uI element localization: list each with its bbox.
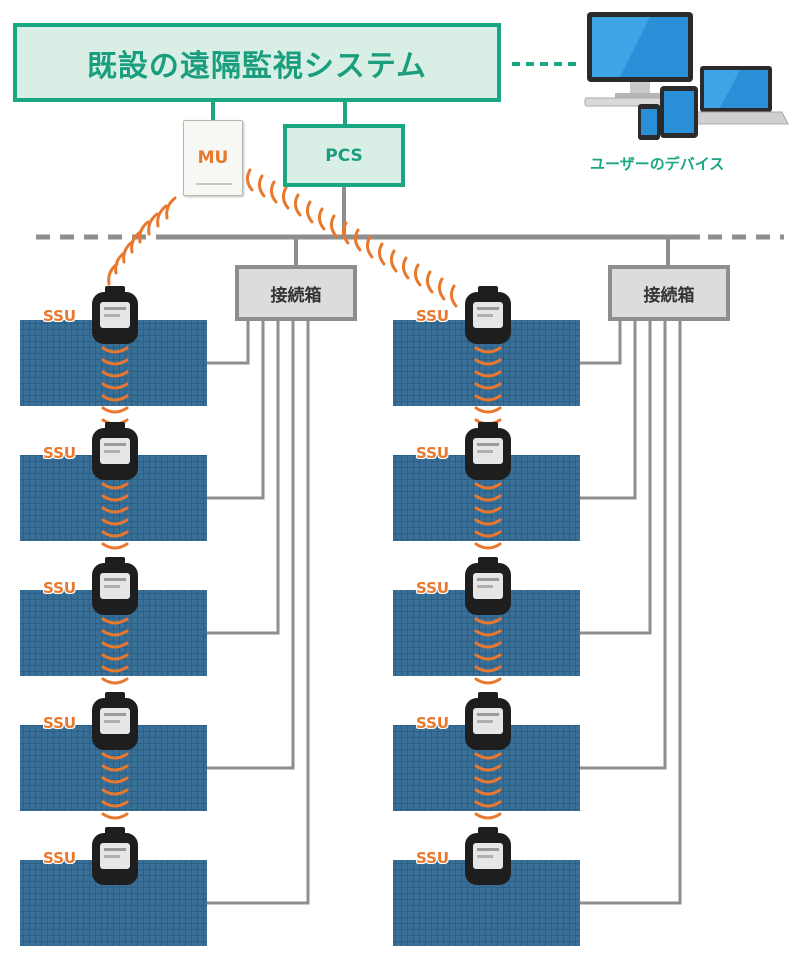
junction-box-left: 接続箱 [235, 265, 357, 321]
signal-arc [474, 788, 502, 796]
signal-arc [474, 530, 502, 538]
existing-monitoring-system-label: 既設の遠隔監視システム [86, 48, 428, 84]
signal-arc [474, 776, 502, 784]
ssu-device [465, 827, 511, 885]
signal-arc [101, 346, 129, 354]
signal-arc [474, 800, 502, 808]
signal-arc [101, 641, 129, 649]
ssu-label: SSU [43, 444, 77, 462]
signal-arc [101, 677, 129, 685]
ssu-label: SSU [43, 849, 77, 867]
signal-arc [101, 382, 129, 390]
string-wiring-right [580, 321, 682, 905]
signal-arc [101, 629, 129, 637]
signal-arc [474, 382, 502, 390]
signal-arc [474, 482, 502, 490]
signal-arc [101, 617, 129, 625]
signal-arc [101, 653, 129, 661]
existing-monitoring-system-box: 既設の遠隔監視システム [13, 23, 501, 102]
ssu-device [465, 286, 511, 344]
ssu-devices [92, 286, 511, 885]
wireless-chain-right [474, 346, 502, 820]
signal-arc [474, 518, 502, 526]
wireless-signal-mu-right [245, 168, 458, 308]
ssu-device [465, 692, 511, 750]
signal-arc [474, 752, 502, 760]
mu-unit-tag [196, 183, 232, 185]
signal-arc [474, 677, 502, 685]
signal-arc [474, 653, 502, 661]
ssu-label: SSU [416, 444, 450, 462]
signal-arc [101, 542, 129, 550]
signal-arc [101, 665, 129, 673]
ssu-label: SSU [416, 307, 450, 325]
signal-arc [474, 617, 502, 625]
signal-arc [101, 506, 129, 514]
signal-arc [101, 482, 129, 490]
signal-arc [101, 776, 129, 784]
signal-arc [474, 506, 502, 514]
mu-unit: MU [183, 120, 243, 196]
signal-arc [474, 542, 502, 550]
ssu-device [465, 422, 511, 480]
wireless-signal-mu-left [107, 196, 177, 286]
junction-box-label: 接続箱 [270, 285, 322, 306]
signal-arc [101, 812, 129, 820]
signal-arc [474, 764, 502, 772]
ssu-label: SSU [416, 849, 450, 867]
user-devices-icon [584, 12, 789, 140]
signal-arc [101, 358, 129, 366]
signal-arc [474, 406, 502, 414]
wireless-chain-left [101, 346, 129, 820]
user-devices-label: ユーザーのデバイス [590, 155, 725, 173]
junction-box-right: 接続箱 [608, 265, 730, 321]
ssu-label: SSU [416, 579, 450, 597]
ssu-label: SSU [43, 307, 77, 325]
signal-arc [474, 494, 502, 502]
ssu-label: SSU [43, 579, 77, 597]
signal-arc [101, 370, 129, 378]
signal-arc [101, 530, 129, 538]
signal-arc [101, 518, 129, 526]
signal-arc [101, 752, 129, 760]
signal-arc [101, 800, 129, 808]
signal-arc [474, 358, 502, 366]
ssu-device [92, 286, 138, 344]
signal-arc [474, 370, 502, 378]
ssu-device [92, 827, 138, 885]
signal-arc [474, 394, 502, 402]
string-wiring-left [207, 321, 310, 905]
signal-arc [101, 788, 129, 796]
signal-arc [474, 346, 502, 354]
signal-arc [101, 406, 129, 414]
signal-arc [101, 764, 129, 772]
signal-arc [101, 494, 129, 502]
mu-label: MU [197, 148, 229, 168]
signal-arc [474, 665, 502, 673]
pcs-box: PCS [283, 124, 405, 187]
signal-arc [101, 394, 129, 402]
signal-arc [474, 812, 502, 820]
signal-arc [474, 629, 502, 637]
junction-box-label: 接続箱 [643, 285, 695, 306]
ssu-device [92, 422, 138, 480]
signal-arc [474, 641, 502, 649]
ssu-label: SSU [416, 714, 450, 732]
pcs-label: PCS [325, 145, 363, 166]
ssu-device [465, 557, 511, 615]
ssu-device [92, 557, 138, 615]
ssu-label: SSU [43, 714, 77, 732]
ssu-device [92, 692, 138, 750]
